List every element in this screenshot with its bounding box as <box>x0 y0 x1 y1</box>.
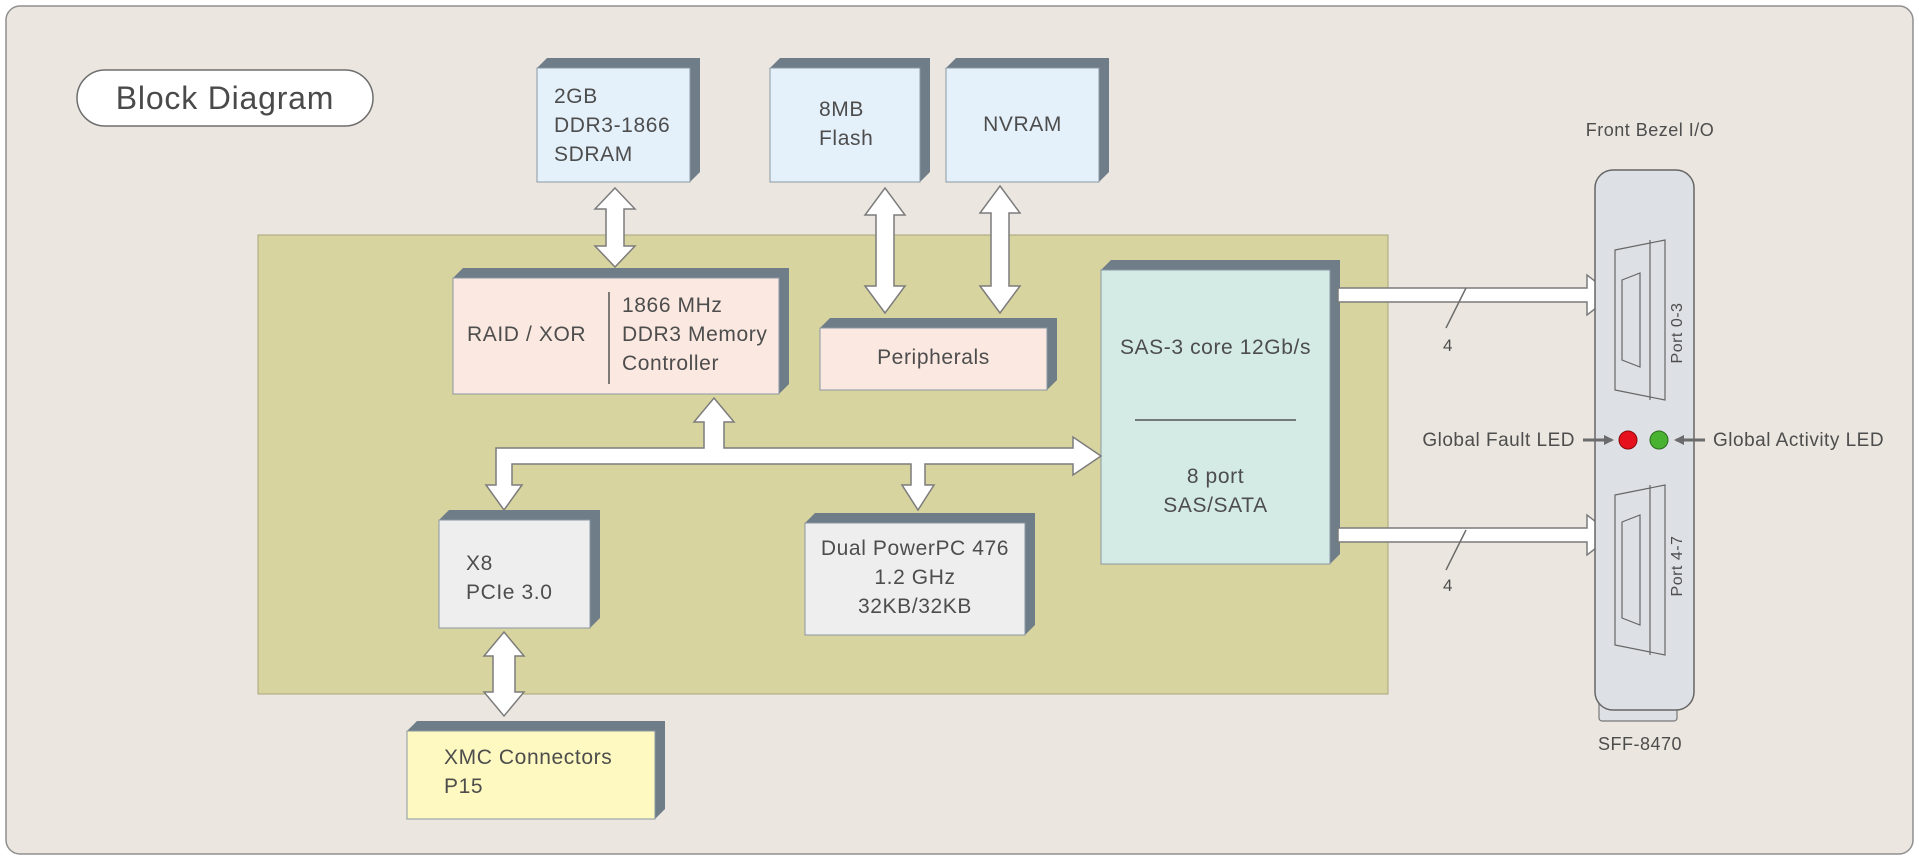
sas-ports-line-1: 8 port <box>1186 465 1245 488</box>
mem-ctrl-line-2: DDR3 Memory <box>622 323 768 346</box>
powerpc-line-2: 1.2 GHz <box>874 566 956 589</box>
raid-xor-label: RAID / XOR <box>467 323 587 346</box>
xmc-line-1: XMC Connectors <box>444 746 613 769</box>
peripherals-label: Peripherals <box>877 346 990 369</box>
global-fault-led-label: Global Fault LED <box>1422 430 1575 451</box>
port-4-7-label: Port 4-7 <box>1669 535 1686 597</box>
arrow-pcie-xmc <box>482 630 526 718</box>
memory-controller-label: 1866 MHz DDR3 Memory Controller <box>622 291 767 378</box>
xmc-line-2: P15 <box>444 775 484 798</box>
port-4-7-connector <box>1614 484 1666 656</box>
internal-bus-arrows <box>484 396 1103 512</box>
xmc-label: XMC Connectors P15 <box>444 743 612 801</box>
lane-slash-top <box>1445 287 1467 329</box>
sdram-label: 2GB DDR3-1866 SDRAM <box>554 82 670 169</box>
sdram-line-2: DDR3-1866 <box>554 114 671 137</box>
port-0-3-label: Port 0-3 <box>1669 302 1686 364</box>
powerpc-line-3: 32KB/32KB <box>858 595 972 618</box>
nvram-label: NVRAM <box>983 113 1062 136</box>
powerpc-label: Dual PowerPC 476 1.2 GHz 32KB/32KB <box>805 534 1025 621</box>
sas-ports-line-2: SAS/SATA <box>1163 494 1268 517</box>
arrow-flash-peripherals <box>863 186 907 315</box>
peripherals-block <box>819 327 1048 391</box>
flash-line-1: 8MB <box>819 98 864 121</box>
bezel-title: Front Bezel I/O <box>1585 120 1715 140</box>
flash-label: 8MB Flash <box>819 95 873 153</box>
sas-core-block <box>1100 269 1331 565</box>
flash-line-2: Flash <box>819 127 874 150</box>
lane-count-top: 4 <box>1443 336 1453 355</box>
xmc-block <box>406 730 656 820</box>
global-activity-led <box>1649 430 1669 450</box>
pcie-label: X8 PCIe 3.0 <box>466 549 553 607</box>
pcie-line-1: X8 <box>466 552 493 575</box>
lane-count-bottom: 4 <box>1443 576 1453 595</box>
global-activity-led-label: Global Activity LED <box>1713 430 1885 451</box>
memory-controller-block <box>452 277 780 395</box>
powerpc-line-1: Dual PowerPC 476 <box>820 537 1010 560</box>
mem-ctrl-line-3: Controller <box>622 352 720 375</box>
powerpc-block <box>804 522 1026 636</box>
sas-core-label: SAS-3 core 12Gb/s <box>1119 336 1312 359</box>
sas-ports-label: 8 port SAS/SATA <box>1101 462 1330 520</box>
connector-type-label: SFF-8470 <box>1597 734 1683 754</box>
sdram-line-3: SDRAM <box>554 143 633 166</box>
arrow-sdram-controller <box>593 186 637 269</box>
port-0-3-connector <box>1614 239 1666 401</box>
global-fault-led <box>1618 430 1638 450</box>
pcie-block <box>438 519 591 629</box>
arrow-nvram-peripherals <box>978 184 1022 315</box>
mem-ctrl-line-1: 1866 MHz <box>622 294 723 317</box>
sdram-line-1: 2GB <box>554 85 598 108</box>
title-pill <box>76 69 374 127</box>
nvram-block <box>945 67 1100 183</box>
flash-block <box>769 67 921 183</box>
pcie-line-2: PCIe 3.0 <box>466 581 553 604</box>
page-title: Block Diagram <box>115 80 335 116</box>
lane-slash-bottom <box>1445 529 1467 571</box>
sdram-block <box>536 67 691 183</box>
